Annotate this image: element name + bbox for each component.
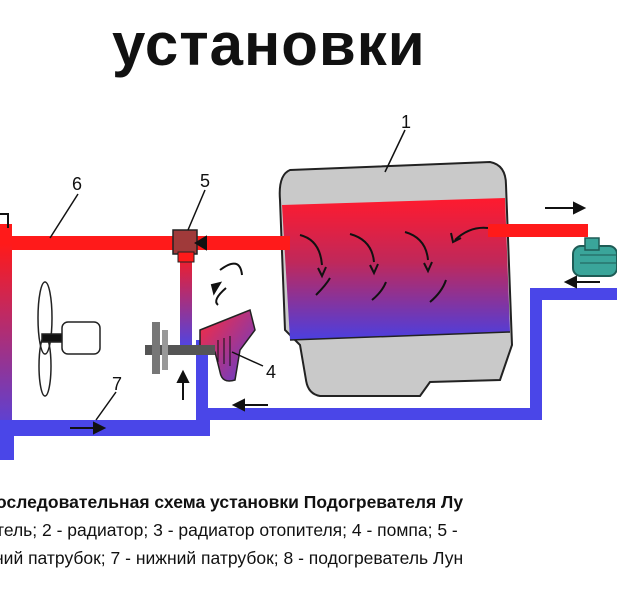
label-leaders [49,129,406,421]
label-lower-hose: 7 [112,374,122,394]
upper-hose [0,213,588,250]
caption-line-2: тель; 2 - радиатор; 3 - радиатор отопите… [0,520,458,540]
heater-unit [572,237,617,277]
diagram-title: установки [112,11,426,78]
engine-block [278,160,514,397]
label-engine: 1 [401,112,411,132]
water-pump [145,308,256,382]
engine-flow-arrows [299,226,489,303]
flow-direction-arrows [70,201,600,435]
caption-line-1: оследовательная схема установки Подогрев… [0,492,464,512]
heater-return-pipe [200,288,617,420]
label-thermostat: 5 [200,171,210,191]
cooling-system-diagram: 1 5 6 4 7 [0,112,617,460]
thermostat-node [172,229,198,350]
caption-line-3: ний патрубок; 7 - нижний патрубок; 8 - п… [0,548,464,568]
diagram-caption: оследовательная схема установки Подогрев… [0,488,617,572]
label-upper-hose: 6 [72,174,82,194]
label-pump: 4 [266,362,276,382]
fan [37,281,101,397]
